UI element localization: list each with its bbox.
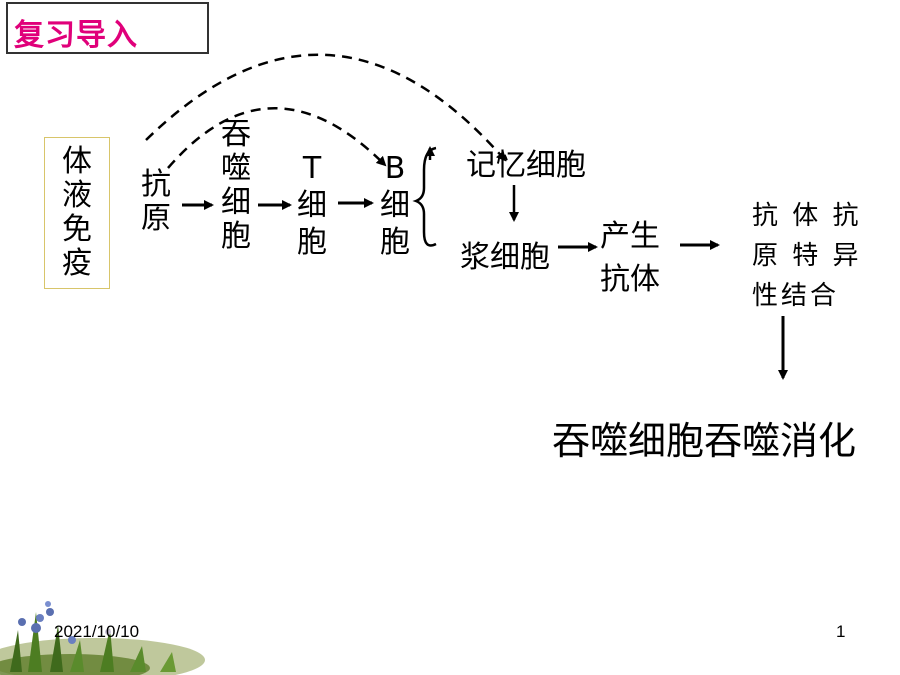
brace	[412, 146, 437, 247]
node-t-cell: T 细 胞	[297, 151, 327, 260]
node-produce-label-1: 产生	[600, 219, 660, 254]
node-plasma-cell: 浆细胞	[460, 240, 550, 275]
grass-decoration-icon	[0, 601, 205, 675]
page-number: 1	[836, 622, 846, 641]
node-digestion: 吞噬细胞吞噬消化	[552, 419, 857, 463]
title-box	[6, 2, 209, 54]
footer-date: 2021/10/10	[54, 622, 140, 641]
node-phagocyte: 吞 噬 细 胞	[221, 117, 251, 254]
side-label: 体 液 免 疫	[62, 144, 92, 281]
node-produce-label-2: 抗体	[600, 262, 660, 297]
dashed-curve-inner	[167, 107, 387, 169]
slide-title: 复习导入	[14, 18, 138, 53]
node-antigen: 抗 原	[141, 167, 171, 236]
side-label-box	[44, 137, 110, 289]
dashed-curve-outer	[145, 53, 507, 162]
node-antigen-antibody-binding: 抗 体 抗 原 特 异 性结合	[752, 201, 862, 311]
node-b-cell: B 细 胞	[380, 151, 410, 260]
node-memory-cell: 记忆细胞	[466, 148, 586, 183]
